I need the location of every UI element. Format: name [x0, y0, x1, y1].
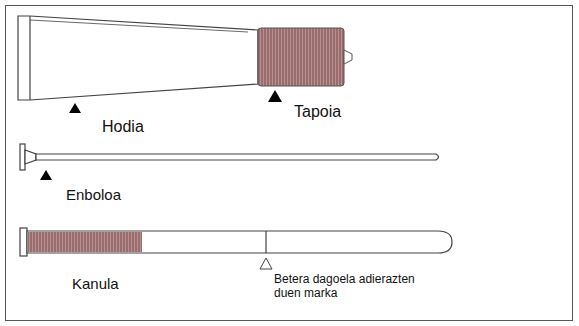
part-label: Tapoia: [294, 103, 341, 121]
pointer-triangle: [40, 170, 52, 180]
tube: [18, 16, 258, 100]
part-label: Hodia: [102, 118, 144, 136]
plunger: [20, 144, 439, 170]
part-label: Enboloa: [66, 186, 121, 203]
cannula: [20, 228, 452, 256]
mark-label: Betera dagoela adierazten duen marka: [274, 273, 444, 301]
pointer-triangle: [268, 90, 282, 102]
frame: [6, 6, 573, 321]
pointer-triangle-open: [260, 258, 272, 269]
pointer-triangle: [69, 103, 81, 113]
cap: [258, 28, 352, 86]
part-label: Kanula: [72, 275, 119, 292]
